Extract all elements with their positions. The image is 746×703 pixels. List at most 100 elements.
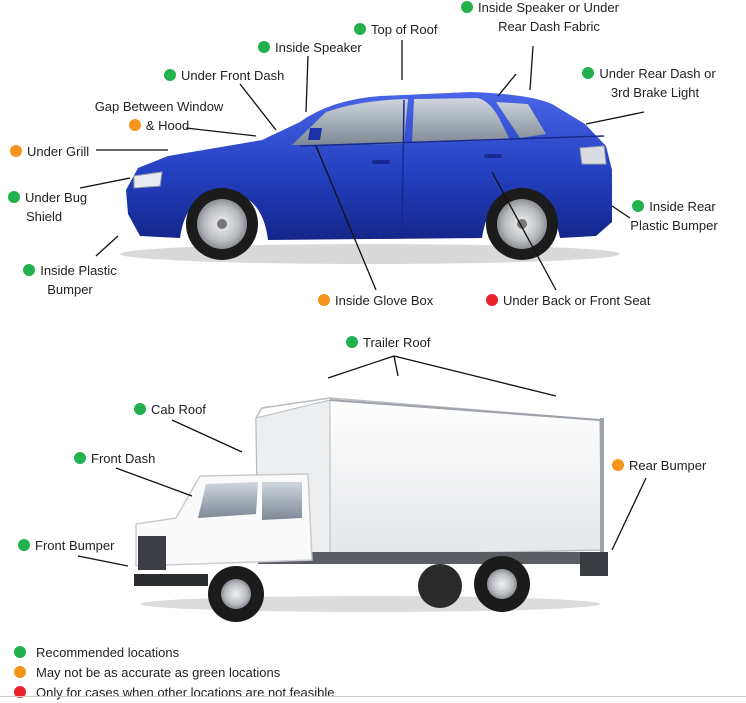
truck-grille (138, 536, 166, 570)
legend-item-last-resort: Only for cases when other locations are … (14, 683, 334, 703)
leader-front-bumper (77, 555, 129, 567)
leader-rear-dash-fabric-2 (497, 73, 517, 97)
label-inside-speaker: Inside Speaker (258, 38, 362, 58)
leader-rear-bumper (611, 477, 647, 551)
truck-front-bumper (134, 574, 208, 586)
status-dot-icon (612, 459, 624, 471)
label-text: Under Back or Front Seat (503, 293, 651, 308)
status-dot-icon (486, 294, 498, 306)
label-inside-plastic-bumper: Inside Plastic Bumper (18, 261, 122, 299)
car-leader-lines (79, 40, 645, 291)
label-text-line2: 3rd Brake Light (610, 85, 700, 100)
status-dot-icon (632, 200, 645, 212)
car-rear-wheel (486, 188, 558, 260)
car-beltline (299, 135, 605, 147)
status-dot-icon (74, 452, 86, 464)
status-dot-icon (582, 67, 595, 79)
status-dot-icon (10, 145, 22, 157)
red-dot-icon (14, 686, 26, 698)
status-dot-icon (18, 539, 30, 551)
truck-front-wheel (208, 566, 264, 622)
status-dot-icon (134, 403, 146, 415)
label-text: Under Bug (25, 190, 88, 205)
label-under-back-front-seat: Under Back or Front Seat (486, 291, 650, 311)
status-dot-icon (258, 41, 270, 53)
label-text: Inside Rear (649, 199, 716, 214)
truck-rear-inner-wheel (418, 564, 462, 608)
car-front-wheel (186, 188, 258, 260)
label-under-bug-shield: Under Bug Shield (8, 188, 87, 226)
label-text: Front Bumper (35, 538, 115, 553)
label-under-front-dash: Under Front Dash (164, 66, 284, 86)
label-text: Rear Bumper (629, 458, 707, 473)
car-door-handle (372, 160, 390, 164)
label-under-grill: Under Grill (10, 142, 89, 162)
status-dot-icon (164, 69, 176, 81)
legend-text: Only for cases when other locations are … (36, 685, 335, 700)
label-text: Cab Roof (151, 402, 206, 417)
status-dot-icon (128, 119, 141, 131)
label-inside-rear-plastic-bumper: Inside Rear Plastic Bumper (626, 197, 722, 235)
leader-rear-dash-fabric (529, 45, 534, 91)
legend-text: May not be as accurate as green location… (36, 665, 281, 680)
label-text-line2: Bumper (47, 282, 93, 297)
label-text: Inside Glove Box (335, 293, 434, 308)
leader-rear-brake-light (585, 111, 645, 125)
label-text: Top of Roof (371, 22, 438, 37)
car-taillight (579, 145, 607, 165)
status-dot-icon (346, 336, 358, 348)
status-dot-icon (23, 264, 36, 276)
car-side-mirror (308, 128, 322, 140)
label-text: Under Rear Dash or (599, 66, 716, 81)
label-front-bumper: Front Bumper (18, 536, 114, 556)
truck-windshield (198, 482, 258, 518)
leader-back-seat (491, 171, 557, 291)
status-dot-icon (8, 191, 20, 203)
label-gap-between-window-hood: Gap Between Window & Hood (86, 97, 232, 135)
leader-inside-speaker (305, 55, 309, 113)
legend-text: Recommended locations (36, 645, 180, 660)
label-text: Trailer Roof (363, 335, 431, 350)
leader-trailer-roof-left (327, 355, 395, 379)
car-headlight (133, 171, 163, 189)
label-text-line2: & Hood (145, 118, 190, 133)
label-text: Gap Between Window (94, 99, 224, 114)
truck-leader-lines (77, 355, 647, 567)
truck-rear-wheel (474, 556, 530, 612)
label-text: Inside Speaker (275, 40, 362, 55)
leader-trailer-roof-right (393, 355, 557, 397)
leader-glove-box (315, 145, 377, 291)
status-dot-icon (461, 1, 474, 13)
label-inside-glove-box: Inside Glove Box (318, 291, 433, 311)
label-text: Inside Speaker or Under (478, 0, 619, 15)
truck-side-window (262, 482, 302, 520)
label-inside-speaker-under-rear-dash-fabric: Inside Speaker or Under Rear Dash Fabric (452, 0, 628, 36)
car-door-seam (401, 99, 405, 231)
legend-item-less-accurate: May not be as accurate as green location… (14, 663, 334, 683)
leader-trailer-roof-mid (393, 355, 399, 377)
label-text-line2: Plastic Bumper (630, 218, 718, 233)
car-windows (292, 98, 546, 145)
label-under-rear-dash-3rd-brake-light: Under Rear Dash or 3rd Brake Light (574, 64, 724, 102)
label-text: Front Dash (91, 451, 156, 466)
truck-box-rear-edge (600, 418, 604, 552)
label-text-line2: Rear Dash Fabric (498, 19, 600, 34)
truck-box-roof-edge (329, 399, 601, 421)
label-rear-bumper: Rear Bumper (612, 456, 706, 476)
truck-rear-bumper (580, 552, 608, 576)
label-front-dash: Front Dash (74, 449, 155, 469)
legend-item-recommended: Recommended locations (14, 643, 334, 663)
hatchback-car-illustration (120, 92, 620, 264)
legend: Recommended locations May not be as accu… (14, 643, 334, 703)
bottom-divider (0, 696, 746, 697)
label-text: Under Front Dash (181, 68, 285, 83)
leader-window-hood (185, 127, 257, 137)
leader-bug-shield (79, 177, 131, 189)
box-truck-illustration (134, 397, 608, 622)
label-text-line2: Shield (26, 209, 63, 224)
label-trailer-roof: Trailer Roof (346, 333, 430, 353)
label-text: Under Grill (27, 144, 90, 159)
label-cab-roof: Cab Roof (134, 400, 206, 420)
truck-chassis (258, 552, 606, 564)
